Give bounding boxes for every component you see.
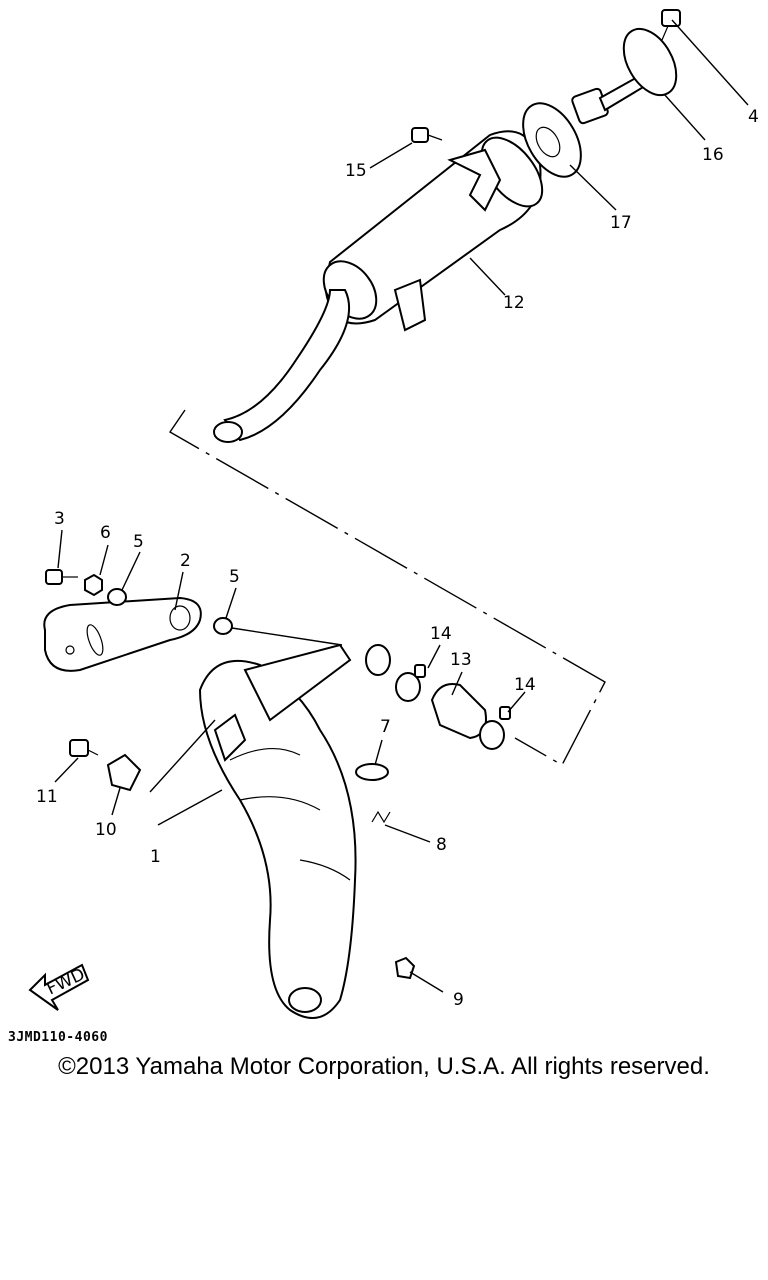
callout-6: 6 [100, 523, 111, 543]
callout-13: 13 [450, 650, 472, 670]
diagram-code: 3JMD110-4060 [8, 1030, 108, 1045]
callout-labels: 1 2 3 4 5 5 6 7 8 9 10 11 12 13 14 14 15… [36, 107, 759, 1010]
washer-5-a [107, 588, 127, 606]
callout-10: 10 [95, 820, 117, 840]
callout-3: 3 [54, 509, 65, 529]
clamp-14-a [395, 664, 426, 702]
callout-16: 16 [702, 145, 724, 165]
clamp-14-b [479, 706, 511, 750]
gasket [522, 102, 582, 178]
washer-5-b [213, 617, 233, 635]
callout-12: 12 [503, 293, 525, 313]
callout-5a: 5 [133, 532, 144, 552]
callout-17: 17 [610, 213, 632, 233]
spring-8 [371, 810, 391, 824]
fwd-arrow-icon: FWD [28, 963, 90, 1011]
fwd-label: FWD [44, 965, 88, 1000]
copyright-notice: ©2013 Yamaha Motor Corporation, U.S.A. A… [58, 1053, 710, 1080]
callout-5b: 5 [229, 567, 240, 587]
exhaust-parts-diagram: FWD 1 2 3 4 5 5 6 7 8 9 10 [28, 9, 759, 1019]
damper-7 [355, 763, 389, 781]
bolt-11 [69, 739, 99, 757]
spark-arrester [571, 27, 678, 125]
callout-14a: 14 [430, 624, 452, 644]
bolt-15 [411, 127, 443, 143]
bolt-3 [45, 569, 78, 585]
nut-9 [394, 956, 416, 980]
bracket [43, 596, 202, 672]
exhaust-chamber [198, 643, 391, 1019]
muffler-assembly [213, 130, 544, 443]
callout-11: 11 [36, 787, 58, 807]
callout-1: 1 [150, 847, 161, 867]
leader-lines [54, 19, 749, 993]
nut-6 [84, 573, 103, 597]
holder-10 [106, 753, 142, 792]
joint-13 [430, 683, 487, 740]
callout-15: 15 [345, 161, 367, 181]
bolt-4 [661, 9, 681, 41]
callout-14b: 14 [514, 675, 536, 695]
callout-8: 8 [436, 835, 447, 855]
callout-7: 7 [380, 717, 391, 737]
callout-4: 4 [748, 107, 759, 127]
callout-9: 9 [453, 990, 464, 1010]
callout-2: 2 [180, 551, 191, 571]
